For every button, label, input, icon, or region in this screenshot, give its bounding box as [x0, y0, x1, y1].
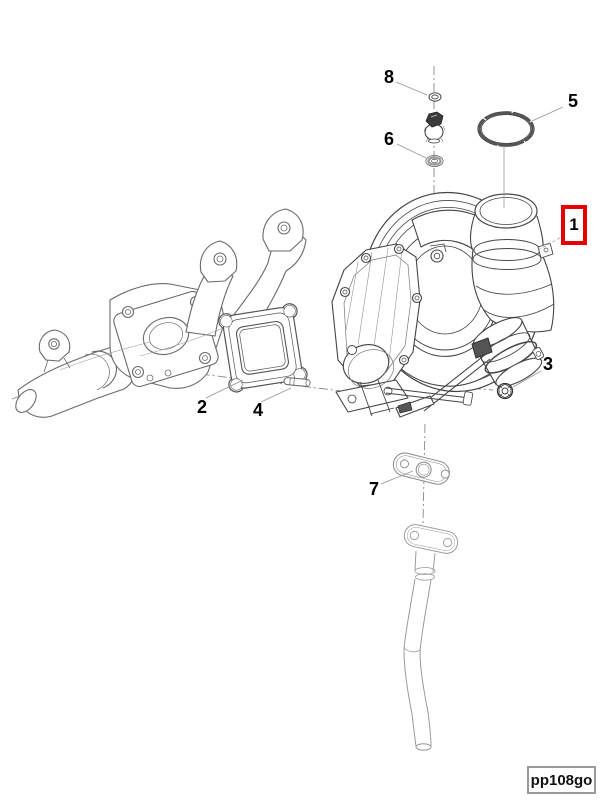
- callout-6[interactable]: 6: [383, 129, 395, 149]
- part-code-text: pp108go: [530, 771, 593, 789]
- washer-6-drawing: [425, 155, 444, 167]
- washer-8-drawing: [428, 92, 442, 102]
- callout-1[interactable]: 1: [569, 215, 579, 234]
- exhaust-manifold-drawing: [15, 208, 307, 418]
- callout-7[interactable]: 7: [368, 479, 380, 499]
- selected-part-highlight-box[interactable]: 1: [561, 205, 587, 245]
- drain-gasket-drawing: [392, 452, 450, 485]
- callout-5[interactable]: 5: [567, 91, 579, 111]
- callout-2[interactable]: 2: [196, 397, 208, 417]
- callout-3[interactable]: 3: [542, 354, 554, 374]
- oil-fitting-drawing: [423, 111, 446, 144]
- mounting-stud-drawing: [283, 377, 311, 387]
- turbo-mount-gasket-drawing: [218, 303, 308, 393]
- seal-ring-drawing: [477, 109, 535, 208]
- leader-lines: [205, 81, 564, 485]
- turbocharger-drawing: [331, 191, 555, 418]
- part-code-badge: pp108go: [527, 766, 596, 794]
- callout-4[interactable]: 4: [252, 400, 264, 420]
- callout-8[interactable]: 8: [383, 67, 395, 87]
- nut-drawing: [496, 382, 514, 400]
- oil-drain-tube-drawing: [403, 524, 459, 751]
